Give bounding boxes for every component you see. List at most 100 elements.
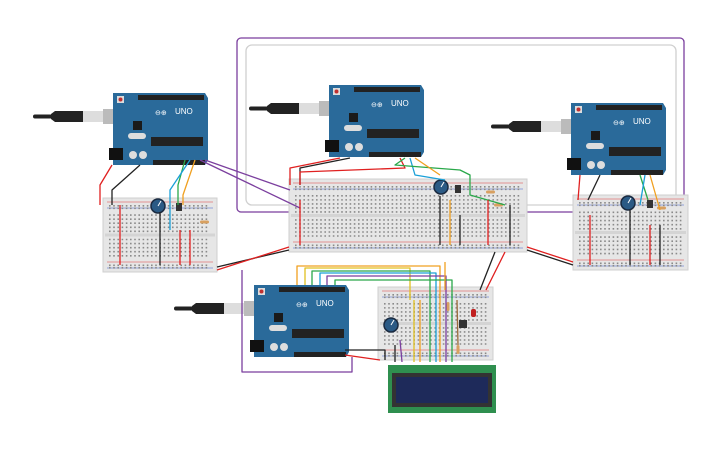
power-jack — [109, 148, 123, 160]
potentiometer-2[interactable] — [433, 179, 449, 195]
potentiometer-indicator — [157, 200, 162, 207]
usb-connector — [319, 101, 331, 116]
capacitor — [597, 161, 605, 169]
wire[interactable] — [241, 270, 353, 373]
breadboard-2[interactable] — [288, 178, 528, 253]
wire[interactable] — [399, 339, 403, 363]
usb-cable-head — [192, 303, 224, 314]
arduino-logo-icon: ⊖⊕ — [371, 102, 383, 109]
board-label: UNO — [316, 299, 334, 308]
crystal — [269, 325, 287, 331]
resistor-body — [456, 345, 460, 354]
usb-cable-head — [509, 121, 541, 132]
power-jack — [325, 140, 339, 152]
wires-front — [99, 157, 661, 373]
sensor — [176, 203, 182, 211]
wire[interactable] — [526, 246, 574, 263]
usb-connector — [244, 301, 256, 316]
lcd-16x2[interactable] — [388, 365, 496, 413]
digital-header — [279, 287, 345, 292]
wire[interactable] — [345, 349, 386, 360]
wire[interactable] — [334, 279, 453, 362]
wire[interactable] — [289, 157, 341, 185]
arduino-logo-icon: ⊖⊕ — [296, 302, 308, 309]
wire[interactable] — [99, 164, 113, 205]
resistor — [200, 220, 209, 224]
potentiometer-3[interactable] — [620, 195, 636, 211]
power-jack — [567, 158, 581, 170]
analog-header — [611, 170, 663, 175]
wire[interactable] — [204, 159, 291, 191]
digital-header — [138, 95, 204, 100]
crystal — [128, 133, 146, 139]
usb-connector — [103, 109, 115, 124]
wire[interactable] — [526, 249, 574, 266]
usb-plug — [541, 121, 561, 132]
wire[interactable] — [299, 157, 406, 185]
potentiometer-indicator — [440, 181, 445, 188]
capacitor — [129, 151, 137, 159]
wire[interactable] — [319, 272, 437, 362]
board-pcb — [571, 103, 666, 175]
resistor-body — [446, 302, 450, 311]
wire[interactable] — [394, 157, 506, 206]
capacitor — [139, 151, 147, 159]
capacitor — [270, 343, 278, 351]
arduino-uno-4[interactable]: ⊖⊕ UNO — [174, 285, 349, 357]
wire[interactable] — [577, 174, 581, 201]
capacitor — [345, 143, 353, 151]
wire[interactable] — [199, 159, 301, 209]
reset-button-cap — [118, 97, 123, 102]
arduino-uno-3[interactable]: ⊖⊕UNO — [491, 103, 666, 175]
board-label: UNO — [633, 117, 651, 126]
board-pcb — [113, 93, 208, 165]
crystal — [586, 143, 604, 149]
wire[interactable] — [177, 159, 186, 205]
resistor — [456, 345, 460, 354]
capacitor — [280, 343, 288, 351]
usb-chip — [591, 131, 600, 140]
wire[interactable] — [169, 159, 191, 230]
wire[interactable] — [639, 174, 646, 206]
digital-header — [596, 105, 662, 110]
potentiometer-1[interactable] — [150, 198, 166, 214]
wire[interactable] — [326, 275, 447, 362]
resistor — [486, 190, 495, 194]
wire[interactable] — [311, 270, 431, 362]
reset-button-cap — [576, 107, 581, 112]
wire[interactable] — [182, 159, 196, 205]
wire[interactable] — [456, 299, 459, 346]
potentiometer-4[interactable] — [383, 317, 399, 333]
wire[interactable] — [485, 251, 506, 291]
wire[interactable] — [216, 246, 290, 271]
atmega-chip — [609, 147, 661, 156]
wire[interactable] — [414, 157, 441, 176]
wire[interactable] — [296, 265, 441, 362]
resistor — [446, 302, 450, 311]
wire[interactable] — [587, 174, 601, 201]
push-button[interactable] — [459, 320, 467, 328]
arduino-uno-2[interactable]: ⊖⊕ UNO — [249, 85, 424, 157]
board-label: UNO — [391, 99, 409, 108]
usb-cable-head — [51, 111, 83, 122]
sensor — [455, 185, 461, 193]
wire[interactable] — [304, 267, 411, 300]
crystal — [344, 125, 362, 131]
digital-header — [354, 87, 420, 92]
breadboard-holes — [384, 294, 487, 357]
resistor-body — [657, 206, 666, 210]
wire[interactable] — [479, 251, 496, 291]
atmega-chip — [151, 137, 203, 146]
wire[interactable] — [639, 174, 649, 201]
capacitor — [587, 161, 595, 169]
wire[interactable] — [344, 354, 381, 361]
wire[interactable] — [111, 164, 141, 205]
wire[interactable] — [409, 157, 446, 181]
arduino-uno-1[interactable]: ⊖⊕UNO — [33, 93, 208, 165]
usb-connector — [561, 119, 573, 134]
resistor — [657, 206, 666, 210]
board-pcb — [254, 285, 349, 357]
wire[interactable] — [649, 174, 661, 211]
usb-plug — [299, 103, 319, 114]
